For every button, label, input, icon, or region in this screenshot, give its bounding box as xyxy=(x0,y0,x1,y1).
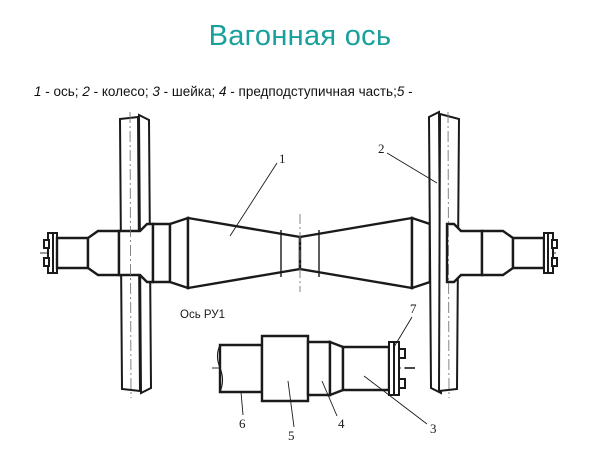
right-pre-hub xyxy=(480,229,515,277)
caption-num-1: 1 xyxy=(34,84,42,99)
right-wheel xyxy=(427,110,484,399)
leader-label-wheel: 2 xyxy=(378,141,438,184)
caption-num-3: 3 xyxy=(152,84,160,99)
leader-label-journal: 3 xyxy=(363,375,437,436)
figure-caption: 1 - ось; 2 - колесо; 3 - шейка; 4 - пред… xyxy=(34,84,574,100)
caption-num-4: 4 xyxy=(219,84,227,99)
left-hub-seat xyxy=(151,222,172,284)
caption-text-2: - колесо; xyxy=(89,84,153,99)
label-5-text: 5 xyxy=(288,428,295,443)
left-axle-taper xyxy=(168,216,190,290)
caption-text-1: - ось; xyxy=(41,84,83,99)
detail-view-title: Ось РУ1 xyxy=(180,309,225,321)
leader-label-end-plate: 7 xyxy=(393,301,417,348)
label-2-text: 2 xyxy=(378,141,385,156)
label-4-text: 4 xyxy=(338,416,345,431)
detail-end-plate xyxy=(388,341,415,396)
caption-text-4: - предподступичная часть; xyxy=(226,84,397,99)
leader-label-axle: 1 xyxy=(229,151,286,237)
caption-text-3: - шейка; xyxy=(159,84,220,99)
right-journal xyxy=(511,236,546,270)
label-7-text: 7 xyxy=(410,301,417,316)
page-title: Вагонная ось xyxy=(208,20,392,52)
right-end-plate xyxy=(543,232,558,274)
detail-hub-seat xyxy=(260,334,310,403)
left-pre-hub xyxy=(86,229,121,277)
label-6-text: 6 xyxy=(239,416,246,431)
detail-taper xyxy=(328,340,345,397)
caption-num-2: 2 xyxy=(82,84,90,99)
caption-num-5: 5 xyxy=(396,84,405,99)
detail-middle-part xyxy=(216,343,264,394)
caption-text-5: - xyxy=(404,84,413,99)
detail-journal xyxy=(341,345,391,392)
leader-label-pre-hub: 4 xyxy=(321,380,345,431)
right-axle-taper xyxy=(410,216,432,290)
label-3-text: 3 xyxy=(430,421,437,436)
label-1-text: 1 xyxy=(279,151,286,166)
detail-view-ru1: Ось РУ1 xyxy=(180,301,437,443)
leader-label-hub-seat: 5 xyxy=(287,380,295,443)
left-journal xyxy=(55,236,90,270)
detail-pre-hub xyxy=(306,340,332,397)
main-assembly-view: 1 2 xyxy=(40,110,558,399)
left-wheel xyxy=(117,111,155,399)
leader-label-middle: 6 xyxy=(239,391,246,431)
axle-middle-body xyxy=(186,214,414,292)
